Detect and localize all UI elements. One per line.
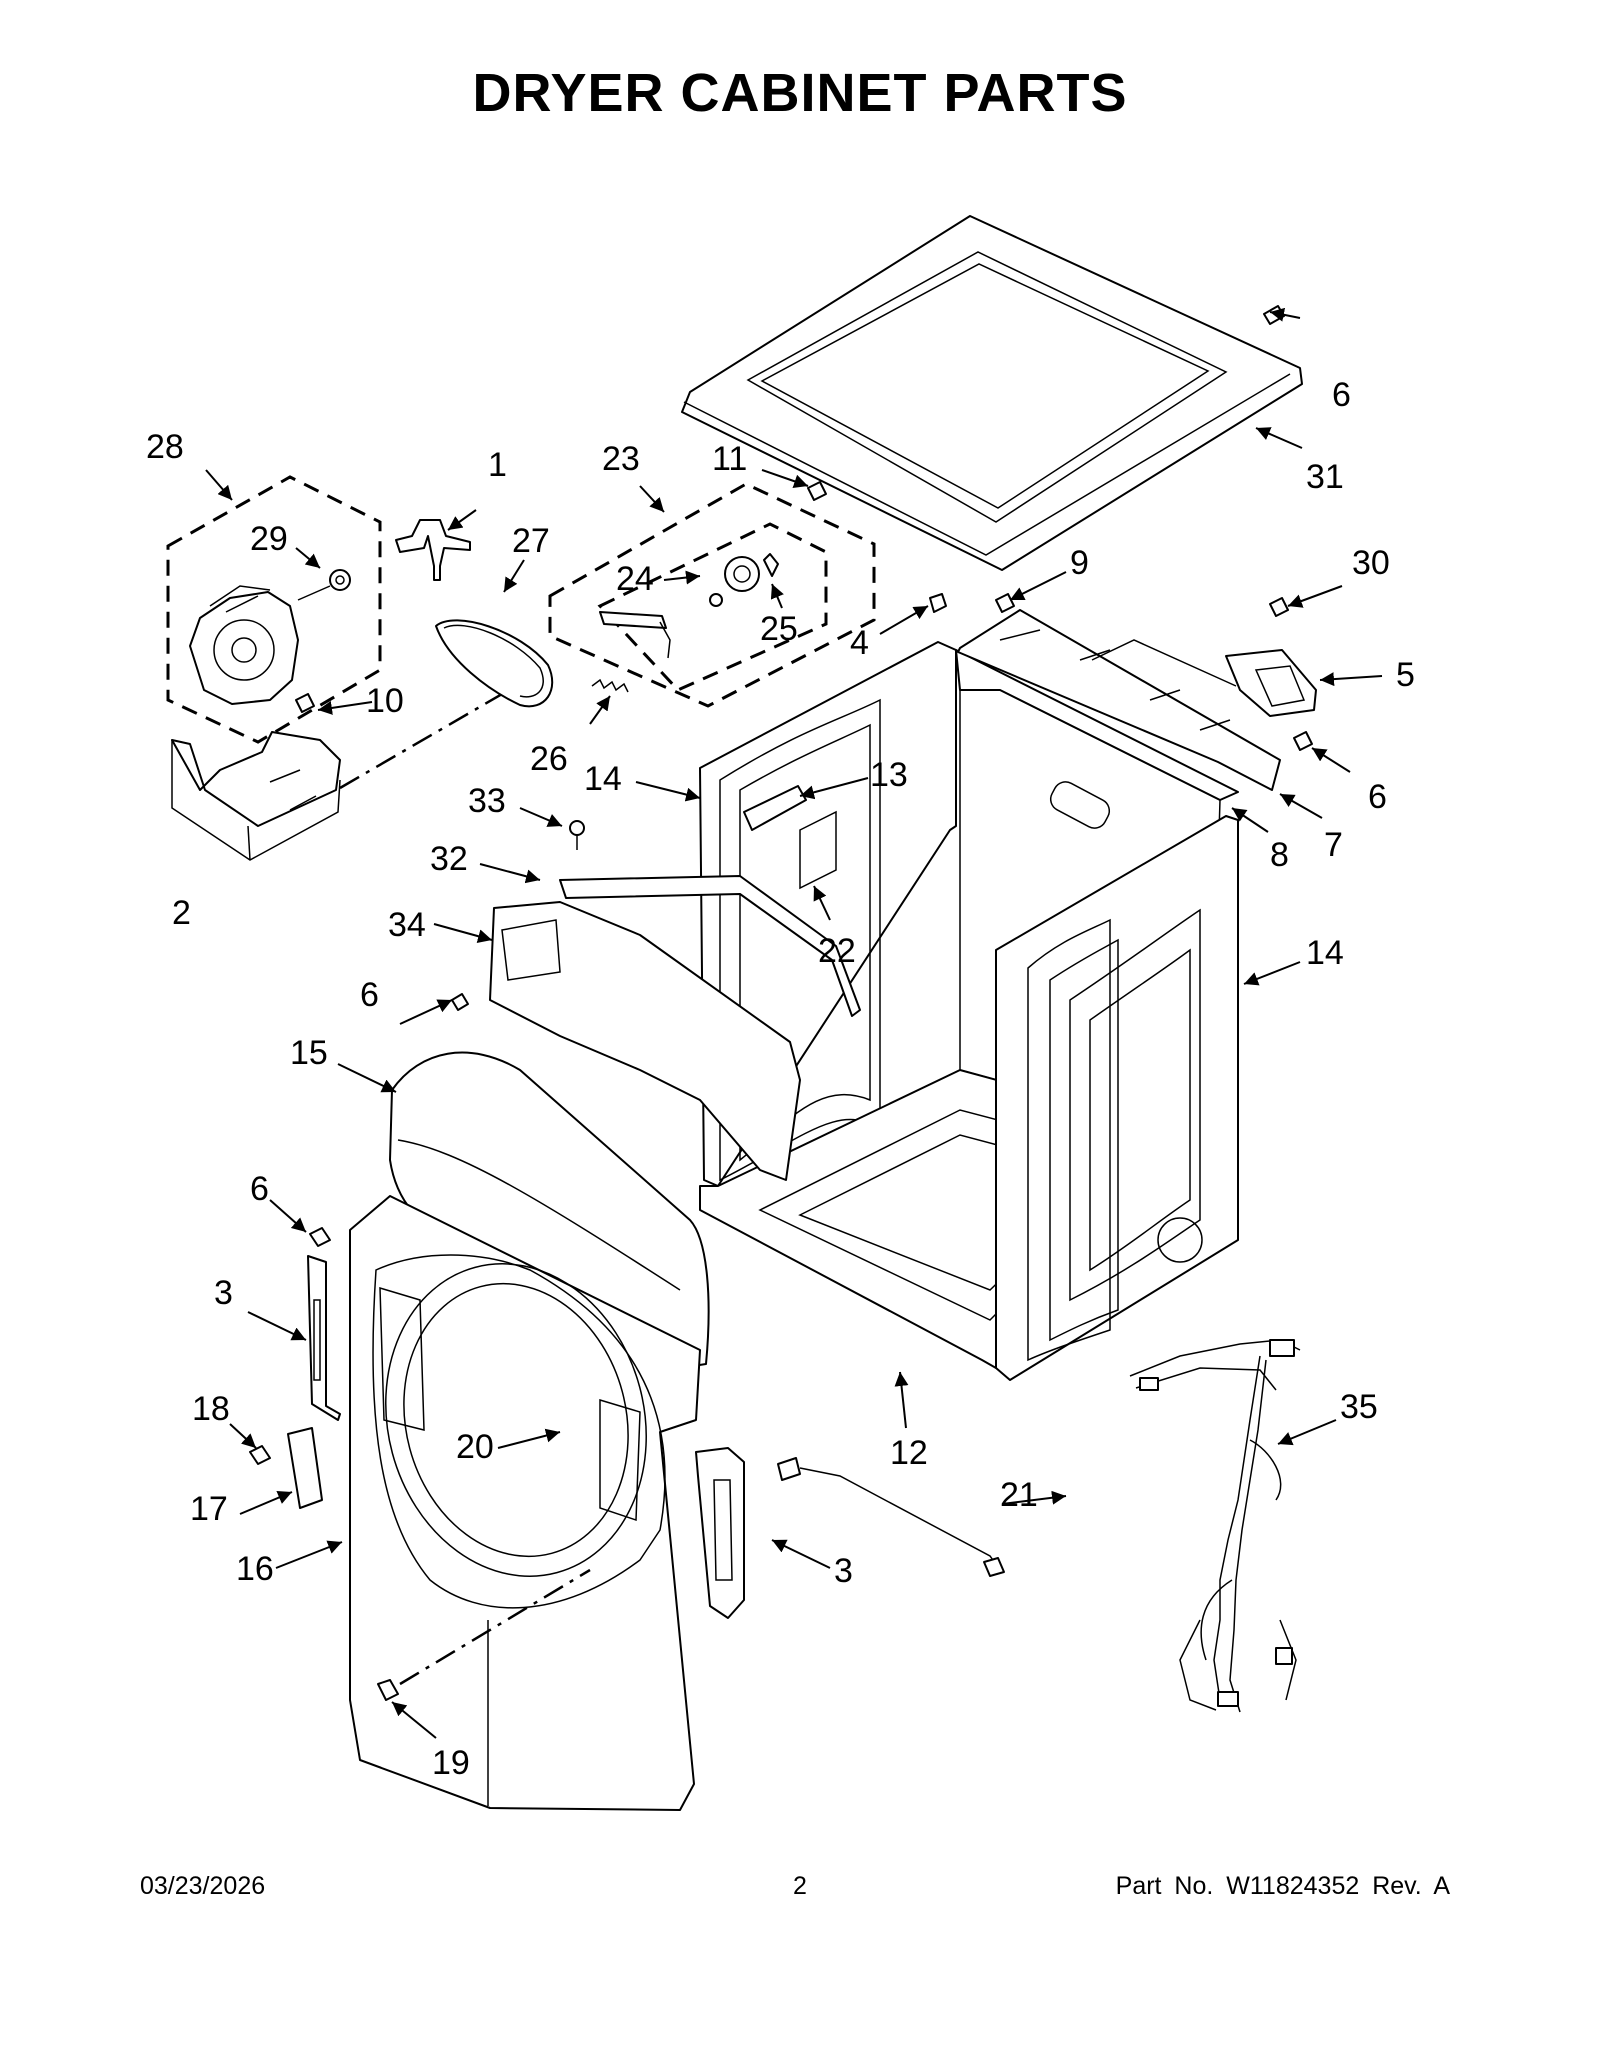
connector-wire (1091, 639, 1237, 687)
main-wire-harness (1129, 1339, 1301, 1713)
footer-date: 03/23/2026 (140, 1872, 266, 1900)
callout-28: 28 (146, 428, 184, 466)
callout-26: 26 (530, 740, 568, 778)
callout-9: 9 (1070, 544, 1089, 582)
callout-20: 20 (456, 1428, 494, 1466)
idler-spring (591, 678, 629, 693)
callout-4: 4 (850, 624, 869, 662)
door-switch-harness (777, 1457, 1005, 1577)
callout-30: 30 (1352, 544, 1390, 582)
motor-assembly (166, 475, 382, 861)
top-panel (681, 215, 1303, 571)
callout-labels: 1 2 3 3 4 5 6 6 6 6 7 8 9 10 11 12 13 14… (146, 376, 1415, 1782)
callout-16: 16 (236, 1550, 274, 1588)
belt-axis-line (339, 670, 541, 790)
screw-11 (807, 481, 827, 501)
screw-30 (1269, 597, 1289, 617)
screw-6-lower (309, 1227, 331, 1247)
callout-34: 34 (388, 906, 426, 944)
leader-lines (205, 307, 1383, 1739)
callout-19: 19 (432, 1744, 470, 1782)
callout-11: 11 (712, 440, 747, 478)
callout-10: 10 (366, 682, 404, 720)
callout-35: 35 (1340, 1388, 1378, 1426)
callout-3-left: 3 (214, 1274, 233, 1312)
callout-13: 13 (870, 756, 908, 794)
screw-9 (995, 593, 1015, 613)
callout-22: 22 (818, 932, 856, 970)
callout-14-left: 14 (584, 760, 622, 798)
screw-19-axis-line (399, 1568, 591, 1686)
screw-19 (377, 1679, 399, 1701)
cabinet (699, 609, 1281, 1381)
callout-6-mid: 6 (360, 976, 379, 1014)
screw-6-mid (451, 993, 469, 1011)
callout-29: 29 (250, 520, 288, 558)
callout-25: 25 (760, 610, 798, 648)
idler-assembly (548, 482, 876, 708)
support-clip (395, 519, 471, 581)
front-panel (349, 1195, 701, 1811)
callout-31: 31 (1306, 458, 1344, 496)
front-brace (559, 875, 861, 1017)
callout-3-right: 3 (834, 1552, 853, 1590)
upper-bulkhead (489, 901, 801, 1181)
drive-belt (435, 619, 554, 708)
callout-32: 32 (430, 840, 468, 878)
callout-21: 21 (1000, 1476, 1038, 1514)
callout-6-right: 6 (1368, 778, 1387, 816)
callout-7: 7 (1324, 826, 1343, 864)
screw-4 (929, 593, 947, 613)
callout-6-top: 6 (1332, 376, 1351, 414)
callout-6-lower: 6 (250, 1170, 269, 1208)
callout-24: 24 (616, 560, 654, 598)
callout-15: 15 (290, 1034, 328, 1072)
control-board (743, 785, 807, 831)
page-title: DRYER CABINET PARTS (472, 63, 1128, 123)
screw-33 (569, 820, 585, 850)
callout-18: 18 (192, 1390, 230, 1428)
panel-bracket (1225, 649, 1317, 717)
door-strike (287, 1427, 323, 1509)
callout-12: 12 (890, 1434, 928, 1472)
callout-23: 23 (602, 440, 640, 478)
footer-page-number: 2 (793, 1872, 807, 1900)
footer-part-number: Part No. W11824352 Rev. A (1115, 1872, 1450, 1900)
screw-18 (249, 1445, 271, 1465)
callout-5: 5 (1396, 656, 1415, 694)
callout-8: 8 (1270, 836, 1289, 874)
hinge-plate-right (695, 1447, 745, 1619)
screw-10 (295, 693, 315, 713)
callout-14-right: 14 (1306, 934, 1344, 972)
callout-33: 33 (468, 782, 506, 820)
callout-17: 17 (190, 1490, 228, 1528)
callout-2: 2 (172, 894, 191, 932)
screw-6-right (1293, 731, 1313, 751)
callout-27: 27 (512, 522, 550, 560)
hinge-plate-left (307, 1255, 341, 1421)
callout-1: 1 (488, 446, 507, 484)
